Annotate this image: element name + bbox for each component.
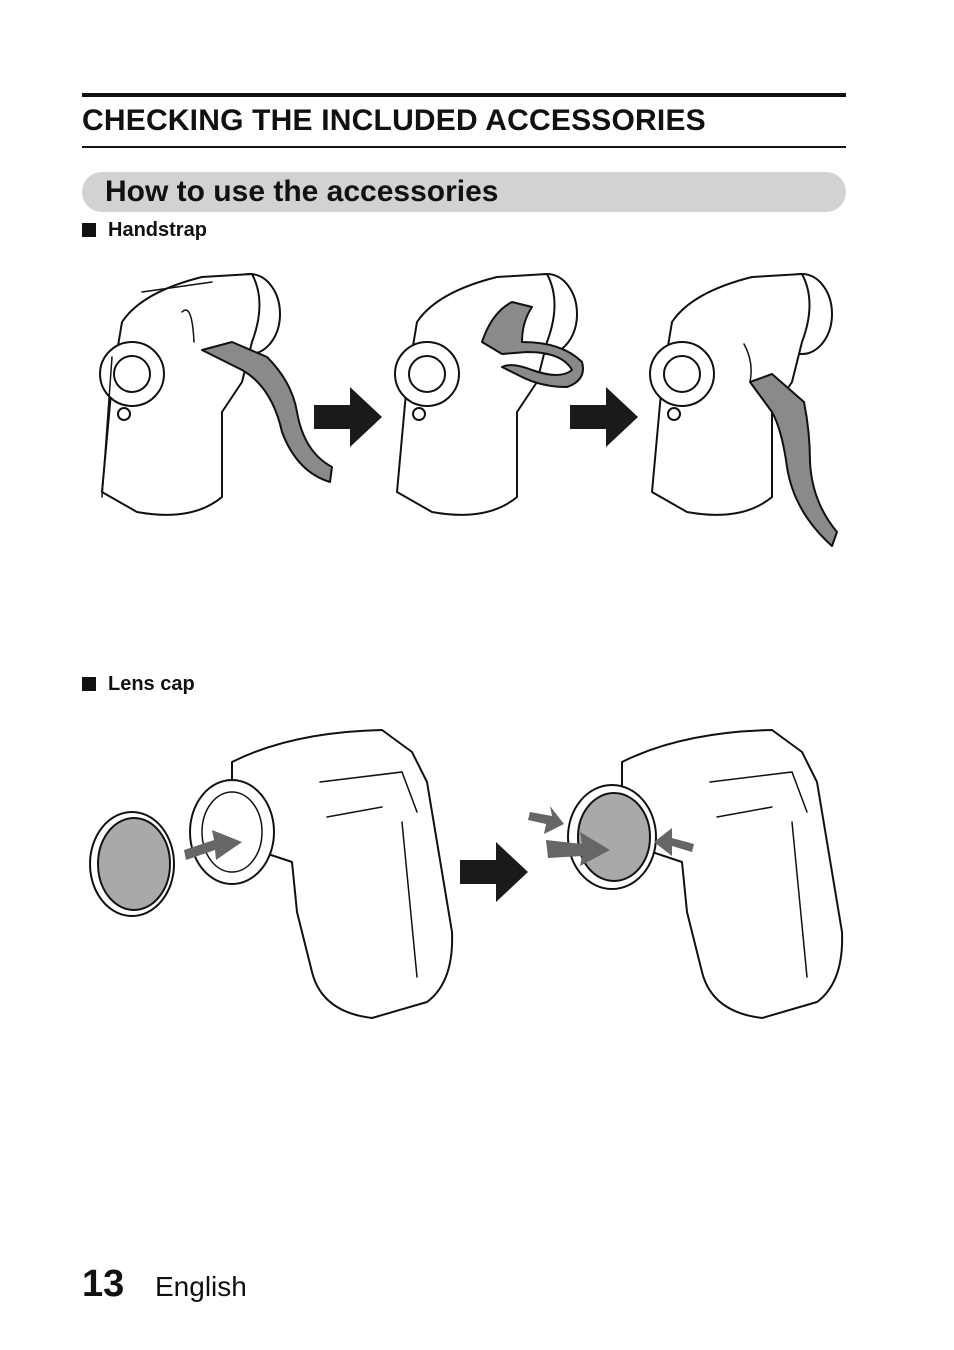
squeeze-arrow-icon bbox=[528, 806, 564, 834]
camera-body-4 bbox=[189, 729, 454, 1019]
page-number: 13 bbox=[82, 1263, 125, 1305]
strap-2 bbox=[481, 301, 584, 388]
section-title: How to use the accessories bbox=[105, 175, 499, 208]
handstrap-subheading: Handstrap bbox=[82, 218, 207, 242]
camera-body-5 bbox=[567, 729, 844, 1019]
handstrap-label: Handstrap bbox=[108, 219, 207, 241]
arrow-right-icon bbox=[314, 387, 382, 447]
camera-body-2 bbox=[394, 273, 578, 516]
squeeze-arrow-icon bbox=[654, 828, 694, 856]
arrow-right-icon bbox=[570, 387, 638, 447]
arrow-right-icon bbox=[460, 842, 528, 902]
lens-cap-loose bbox=[89, 811, 175, 917]
chapter-rule-top bbox=[82, 93, 846, 97]
chapter-rule-bottom bbox=[82, 146, 846, 148]
section-bar bbox=[82, 172, 846, 212]
pull-off-arrow-icon bbox=[546, 832, 610, 866]
page-language: English bbox=[155, 1271, 247, 1302]
lens-cap-illustration bbox=[89, 729, 844, 1019]
strap-3 bbox=[749, 373, 838, 547]
bullet-square-icon bbox=[82, 677, 96, 691]
camera-body-3 bbox=[649, 273, 833, 516]
chapter-title: CHECKING THE INCLUDED ACCESSORIES bbox=[82, 104, 706, 137]
camera-body-1 bbox=[99, 273, 281, 516]
strap-1 bbox=[201, 341, 333, 483]
lens-cap-subheading: Lens cap bbox=[82, 672, 195, 696]
handstrap-illustration bbox=[99, 273, 838, 547]
lens-cap-label: Lens cap bbox=[108, 673, 195, 695]
attach-arrow-icon bbox=[184, 830, 242, 860]
bullet-square-icon bbox=[82, 223, 96, 237]
